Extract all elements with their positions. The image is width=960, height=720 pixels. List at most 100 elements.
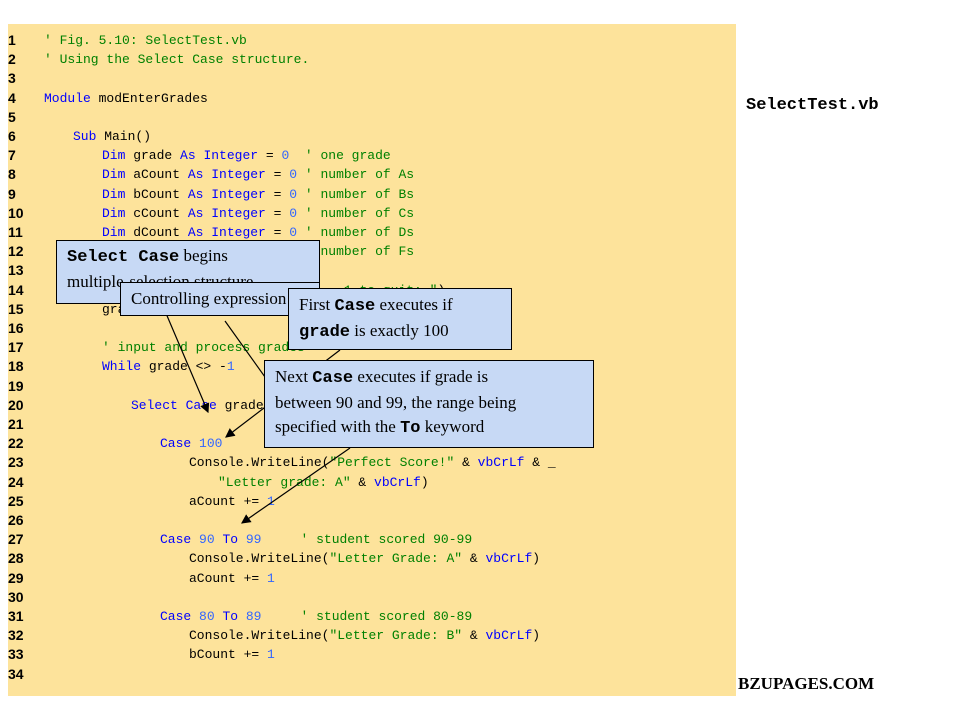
code-token — [261, 609, 300, 624]
code-line: Sub Main() — [73, 127, 151, 146]
code-token: Integer — [211, 167, 266, 183]
line-number: 20 — [8, 396, 24, 413]
line-number: 32 — [8, 627, 24, 644]
line-number: 31 — [8, 608, 24, 624]
line-number: 4 — [8, 89, 16, 106]
code-token: grade — [125, 148, 181, 164]
code-token — [297, 225, 305, 240]
line-number: 12 — [8, 243, 24, 260]
code-token: ) — [532, 551, 541, 567]
line-number: 15 — [8, 300, 24, 317]
code-token: aCount — [125, 167, 188, 183]
code-token: "Letter Grade: A" — [329, 551, 463, 567]
code-token: & — [350, 474, 375, 490]
code-token — [191, 436, 199, 451]
callout-next-case: Next Case executes if grade is between 9… — [264, 360, 594, 448]
code-token: 80 — [199, 609, 215, 624]
code-token: ' student scored 90-99 — [300, 532, 473, 548]
callout-next-case-text5: keyword — [420, 417, 485, 436]
code-token: As — [187, 205, 204, 221]
code-token: ) — [532, 628, 541, 644]
line-number: 28 — [8, 550, 24, 567]
code-token: aCount += — [189, 493, 268, 509]
code-token: As — [187, 225, 204, 240]
code-token: ' number of Bs — [304, 186, 415, 202]
line-number: 14 — [8, 281, 24, 298]
code-token: grade <> - — [141, 359, 227, 375]
code-token: cCount — [125, 205, 188, 221]
callout-first-case-text2: executes if — [375, 295, 453, 314]
callout-select-case-text1: begins — [179, 246, 228, 265]
code-token: & — [462, 551, 486, 567]
code-line: Case 80 To 89 ' student scored 80-89 — [160, 607, 472, 626]
code-token: As — [187, 167, 204, 183]
code-token: Integer — [211, 205, 266, 221]
code-line: ' input and process grades — [102, 338, 305, 357]
line-number: 34 — [8, 665, 24, 682]
code-token: 0 — [289, 186, 298, 202]
code-token: & _ — [524, 455, 556, 471]
line-number: 11 — [8, 224, 23, 240]
line-number: 30 — [8, 588, 24, 605]
code-token: ) — [420, 474, 429, 490]
code-token: 1 — [267, 647, 275, 663]
code-token: ' Using the Select Case structure. — [44, 52, 310, 68]
line-number: 24 — [8, 473, 24, 490]
code-line: Dim grade As Integer = 0 ' one grade — [102, 146, 391, 165]
callout-controlling-expression: Controlling expression — [120, 282, 320, 316]
line-number: 26 — [8, 512, 24, 528]
code-token: = — [265, 186, 290, 202]
callout-next-case-text4: specified with the — [275, 417, 401, 436]
code-token: Case — [160, 436, 192, 452]
code-line: Console.WriteLine("Perfect Score!" & vbC… — [189, 453, 556, 472]
code-token: & — [462, 628, 486, 644]
callout-first-case-keyword: Case — [334, 297, 376, 316]
code-token: ' number of Cs — [304, 205, 415, 221]
callout-next-case-keyword: Case — [312, 369, 354, 388]
code-token: Sub — [73, 129, 97, 144]
code-token: Console.WriteLine( — [189, 551, 330, 567]
code-token: bCount — [125, 186, 188, 202]
code-token: Integer — [211, 186, 266, 202]
code-token: 1 — [267, 493, 275, 509]
callout-first-case-text1: First — [299, 295, 335, 314]
line-number: 27 — [8, 531, 24, 548]
line-number: 6 — [8, 128, 16, 144]
code-token: ' one grade — [304, 148, 391, 164]
line-number: 21 — [8, 416, 24, 432]
code-token: Console.WriteLine( — [189, 628, 330, 644]
code-token: ' number of Ds — [304, 225, 415, 240]
code-token: vbCrLf — [374, 474, 421, 490]
code-line: "Letter grade: A" & vbCrLf) — [218, 473, 429, 492]
code-token: = — [265, 205, 290, 221]
line-number: 10 — [8, 204, 24, 221]
line-number: 1 — [8, 32, 16, 48]
code-token: While — [102, 359, 142, 375]
code-token: ' student scored 80-89 — [300, 609, 473, 624]
code-line: Dim dCount As Integer = 0 ' number of Ds — [102, 223, 414, 242]
code-line: aCount += 1 — [189, 569, 275, 588]
code-token — [191, 532, 199, 547]
code-token: 90 — [199, 532, 215, 548]
code-line: Console.WriteLine("Letter Grade: A" & vb… — [189, 549, 540, 568]
code-token: 0 — [289, 205, 298, 221]
line-number: 7 — [8, 147, 16, 164]
code-token: To — [222, 609, 239, 624]
code-token: = — [258, 148, 282, 164]
line-number: 23 — [8, 454, 24, 471]
file-name-label: SelectTest.vb — [746, 96, 879, 115]
code-token: "Letter Grade: B" — [329, 628, 463, 644]
code-line: Module modEnterGrades — [44, 89, 208, 108]
code-token: bCount += — [189, 647, 268, 663]
line-number: 2 — [8, 51, 16, 68]
line-number: 19 — [8, 377, 24, 394]
code-token: Dim — [102, 167, 126, 183]
line-number: 33 — [8, 646, 24, 663]
callout-first-case-text3: is exactly 100 — [350, 321, 449, 340]
code-token: = — [265, 167, 290, 183]
callout-next-case-text2: executes if grade is — [353, 367, 489, 386]
code-token: vbCrLf — [477, 455, 525, 471]
line-number: 16 — [8, 320, 24, 336]
code-line: ' Using the Select Case structure. — [44, 50, 309, 69]
code-line: Dim bCount As Integer = 0 ' number of Bs — [102, 185, 414, 204]
